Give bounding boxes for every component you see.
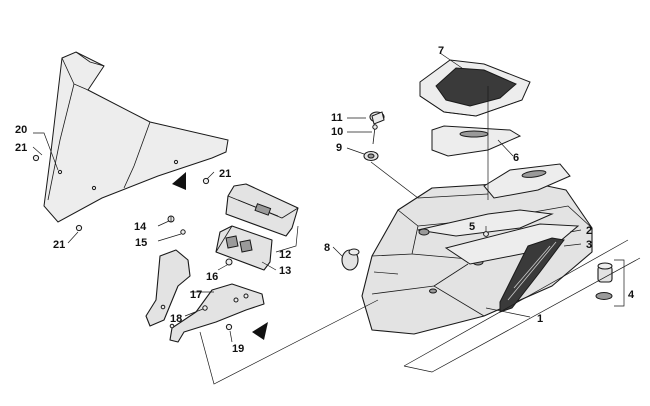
washer-15 [180,229,186,235]
callout-18: 18 [170,313,182,325]
callout-15: 15 [135,237,147,249]
screw-18 [202,305,208,311]
gauge-bracket [215,225,273,271]
callout-6: 6 [513,152,519,164]
screw-21-left [32,154,40,162]
callout-17: 17 [190,289,202,301]
callout-4: 4 [628,289,635,301]
direction-arrow-lower [252,322,268,340]
screw-21-right [202,177,210,185]
screw-14 [167,215,175,223]
callout-16: 16 [206,271,218,283]
trim-panel [444,223,580,265]
callout-20: 20 [15,124,27,136]
direction-arrow-upper [172,172,186,190]
leader-lines [32,52,641,385]
windshield [43,51,229,223]
lens-upper [431,125,522,157]
instrument-housing [225,183,299,237]
screw-10 [372,124,378,145]
callout-12: 12 [279,249,291,261]
callout-8: 8 [324,242,330,254]
callout-11: 11 [331,112,343,124]
screw-5 [483,231,489,237]
callout-1: 1 [537,313,543,325]
callout-5: 5 [469,221,475,233]
mounting-bracket [145,249,265,343]
knob-4 [595,262,613,300]
grommet-9 [363,150,379,162]
lens-lower [483,163,571,199]
callout-21-right: 21 [219,168,231,180]
latch-11 [369,111,385,125]
callout-7: 7 [438,45,444,57]
callouts: 1 2 3 4 5 6 7 8 9 10 11 12 13 14 15 16 1… [15,45,635,355]
callout-21-left: 21 [15,142,27,154]
callout-14: 14 [134,221,147,233]
nut-19 [225,323,233,331]
callout-21-bottom: 21 [53,239,65,251]
storage-tray [419,59,531,117]
callout-9: 9 [336,142,342,154]
callout-19: 19 [232,343,244,355]
callout-13: 13 [279,265,291,277]
side-vent [499,237,565,313]
callout-10: 10 [331,126,343,138]
screw-21-bottom [75,224,83,232]
callout-2: 2 [586,225,592,237]
callout-3: 3 [586,239,592,251]
knob-8 [341,248,360,271]
